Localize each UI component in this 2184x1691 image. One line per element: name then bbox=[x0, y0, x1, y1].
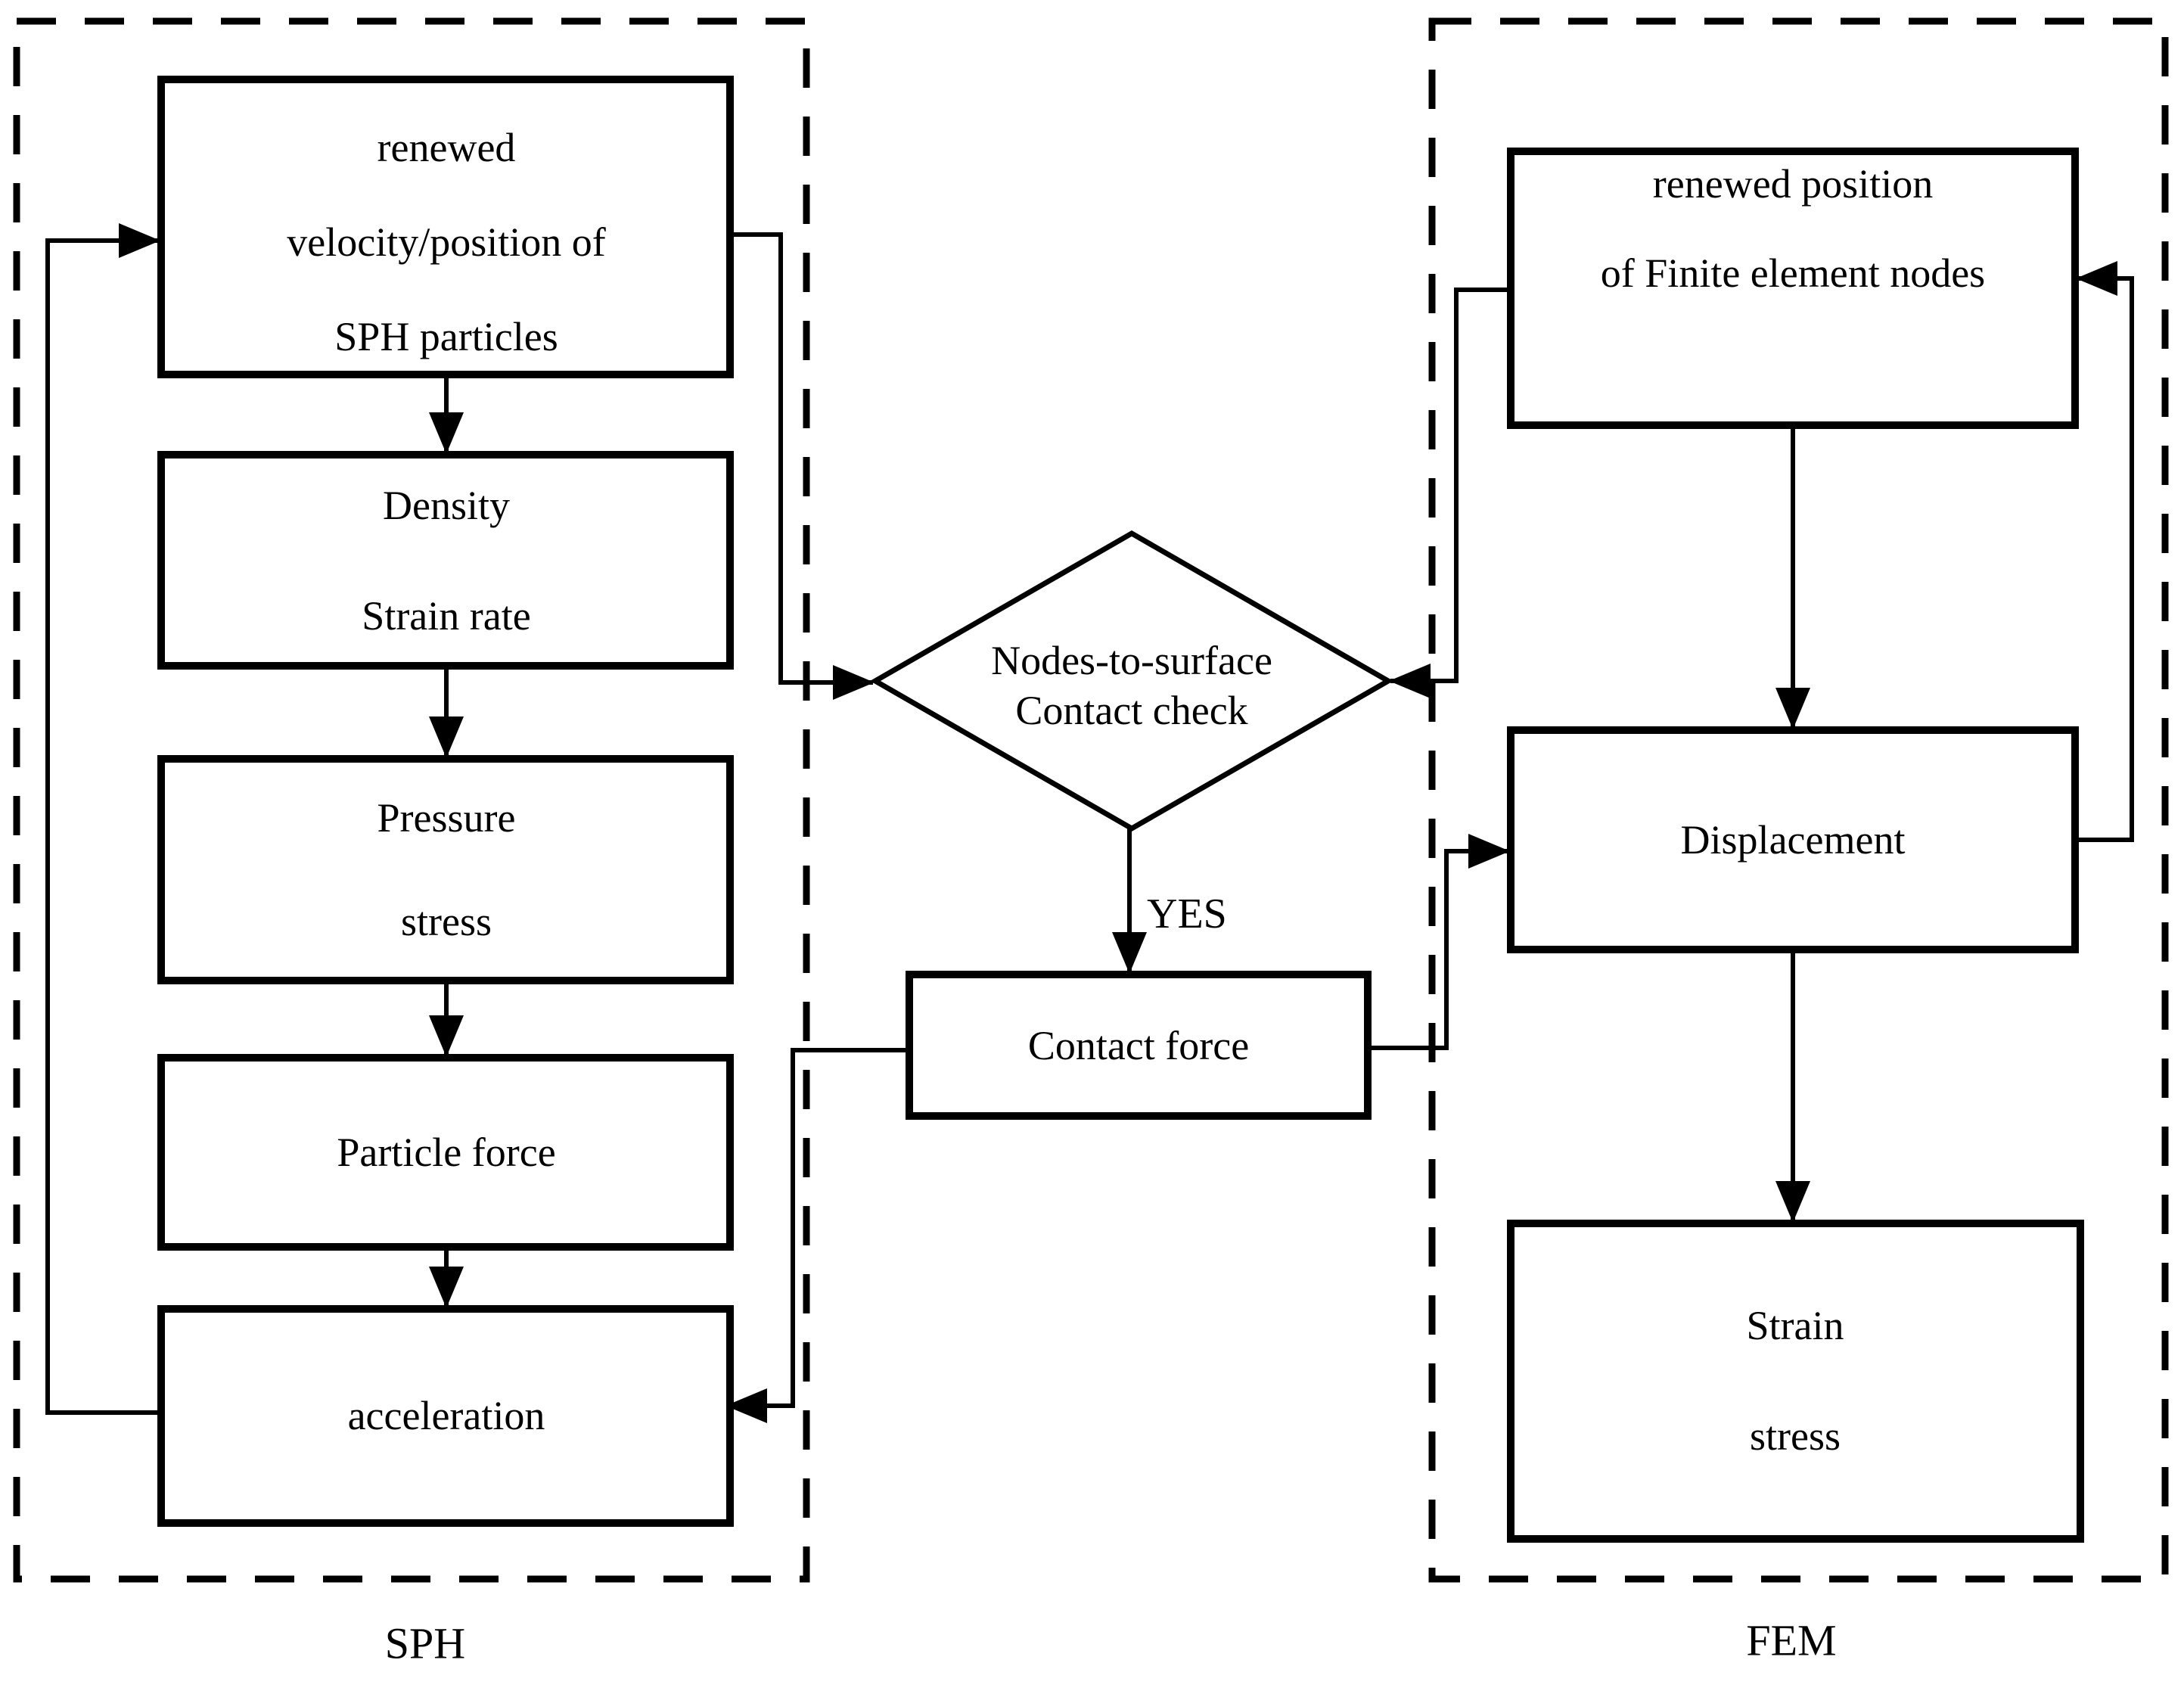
node-density-text-line2: Strain rate bbox=[362, 593, 530, 639]
node-renewed-sph-text-line1: renewed bbox=[377, 125, 516, 170]
node-contact-force-box bbox=[906, 971, 1372, 1120]
edge-contact-force-to-displacement-arrow bbox=[1368, 834, 1510, 1050]
edge-displacement-to-renewed-fem-arrow bbox=[2075, 261, 2134, 842]
node-contact-check-text-line2: Contact check bbox=[1015, 688, 1247, 733]
node-pressure-text-line1: Pressure bbox=[377, 795, 516, 841]
node-renewed-sph-text-line3: SPH particles bbox=[334, 314, 558, 359]
edge-contact-force-to-acceleration-arrow bbox=[725, 1048, 909, 1423]
edge-acceleration-to-renewed-sph-arrow bbox=[45, 223, 161, 1415]
node-strain-stress-box bbox=[1507, 1220, 2084, 1543]
node-particle-force-box bbox=[157, 1054, 734, 1251]
node-displacement-box bbox=[1507, 726, 2079, 953]
node-particle-force-text: Particle force bbox=[337, 1130, 555, 1175]
node-contact-force-text: Contact force bbox=[1028, 1023, 1249, 1068]
node-pressure-text-line2: stress bbox=[401, 899, 492, 944]
node-density-box bbox=[157, 451, 734, 670]
sph-group-border bbox=[13, 17, 810, 1583]
node-density-text-line1: Density bbox=[383, 483, 510, 528]
node-acceleration-box bbox=[157, 1305, 734, 1527]
node-strain-stress-text-line2: stress bbox=[1750, 1413, 1841, 1459]
edge-renewed-fem-to-contact-check-arrow bbox=[1389, 288, 1511, 698]
node-acceleration-text: acceleration bbox=[348, 1393, 545, 1438]
node-renewed-fem-text-line1: renewed position bbox=[1653, 161, 1933, 207]
node-renewed-fem-box bbox=[1507, 148, 2079, 429]
node-renewed-sph-text-line2: velocity/position of bbox=[287, 219, 605, 265]
node-strain-stress-text-line1: Strain bbox=[1747, 1303, 1844, 1348]
fem-group-border bbox=[1428, 17, 2169, 1583]
node-contact-check-diamond bbox=[869, 530, 1394, 832]
node-contact-check-text-line1: Nodes-to-surface bbox=[991, 638, 1272, 683]
node-displacement-text: Displacement bbox=[1681, 817, 1906, 863]
edge-label-yes: YES bbox=[1147, 891, 1227, 937]
sph-group-label: SPH bbox=[385, 1619, 465, 1668]
node-renewed-fem-text-line2: of Finite element nodes bbox=[1601, 250, 1985, 296]
edge-renewed-sph-to-contact-check-arrow bbox=[725, 232, 875, 700]
fem-group-label: FEM bbox=[1746, 1616, 1836, 1665]
node-renewed-sph-box bbox=[157, 76, 734, 378]
node-pressure-box bbox=[157, 755, 734, 984]
